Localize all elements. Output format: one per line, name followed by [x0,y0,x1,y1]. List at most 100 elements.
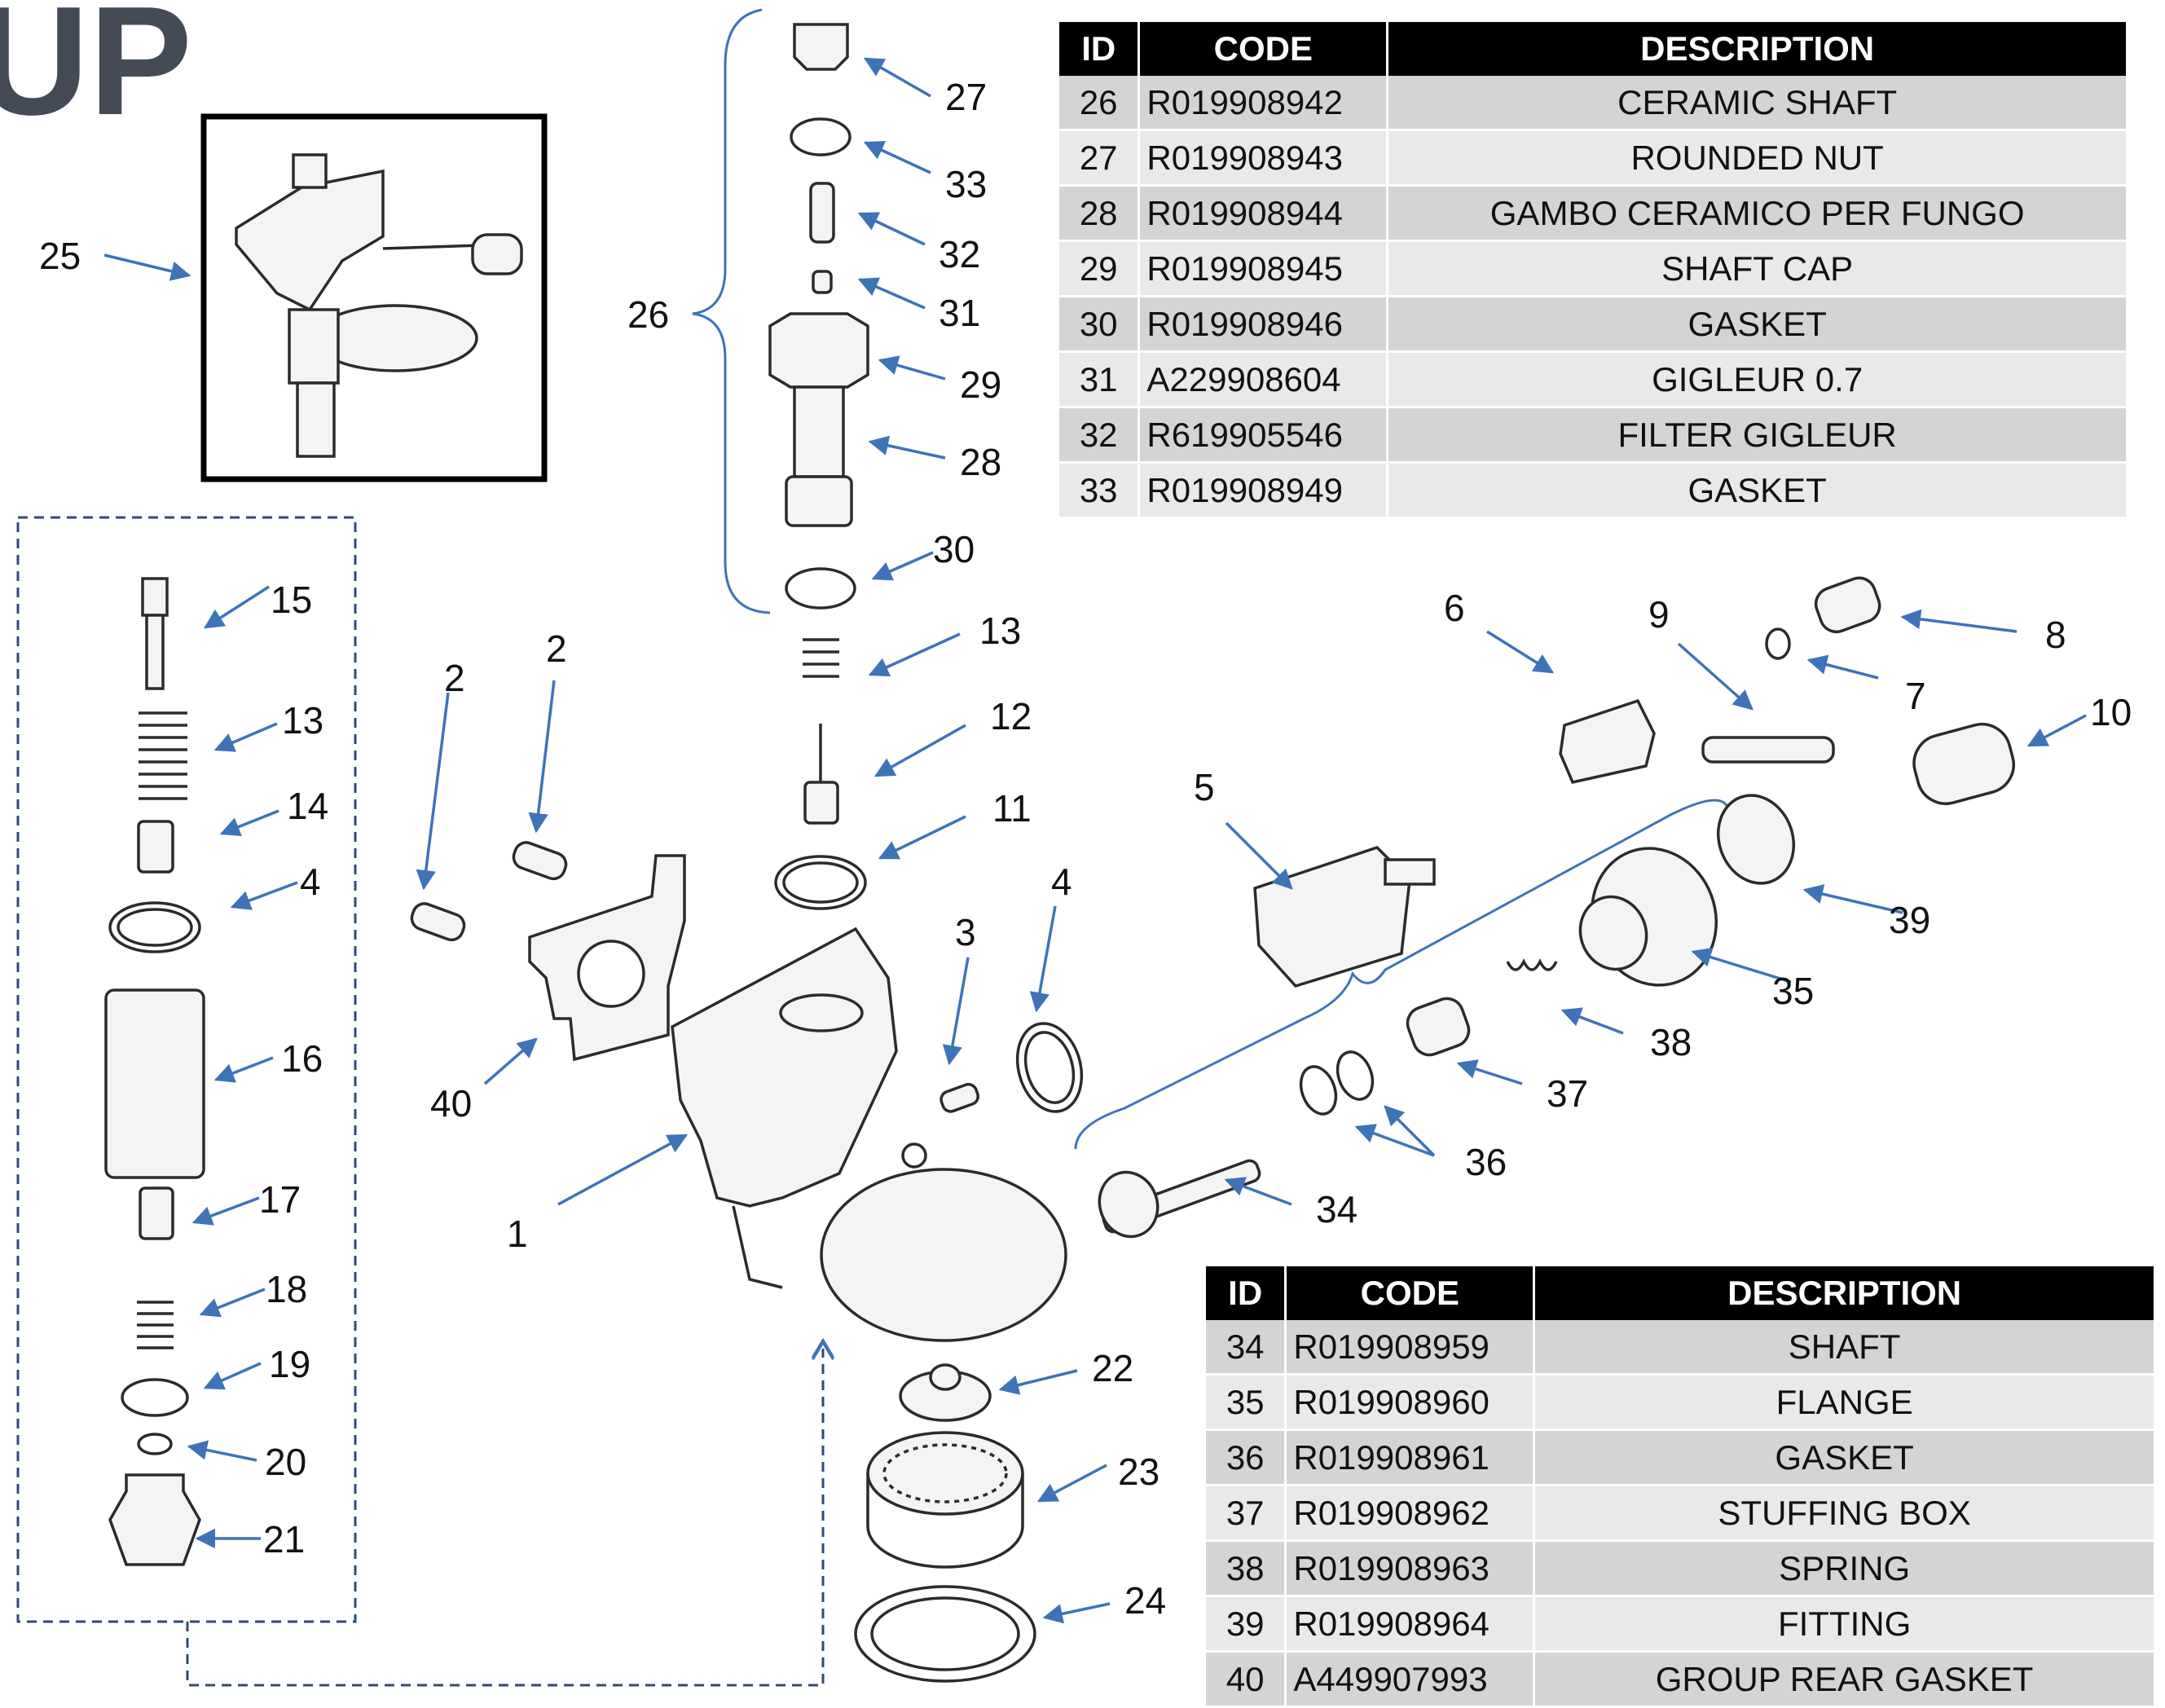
callout-24: 24 [1124,1579,1166,1622]
cell-description: STUFFING BOX [1534,1485,2156,1542]
cell-id: 31 [1059,351,1141,408]
cell-code: R019908964 [1285,1596,1536,1653]
cell-description: GASKET [1534,1429,2156,1486]
callout-4b: 4 [300,861,321,903]
callout-labels: 25 1 2 2 3 4 5 6 7 8 9 10 11 12 13 13 14… [39,76,2132,1622]
steam-valve-parts [1074,576,2015,1239]
callout-11: 11 [992,787,1032,830]
page-title: UP [0,0,192,147]
callout-36: 36 [1465,1141,1507,1183]
callout-29: 29 [960,363,1001,406]
cell-id: 30 [1059,296,1141,353]
cell-id: 37 [1206,1485,1287,1542]
cell-code: R019908949 [1138,462,1389,519]
callout-4a: 4 [1051,861,1072,903]
cell-description: SHAFT CAP [1387,240,2128,297]
cell-id: 38 [1206,1540,1287,1597]
cell-description: FITTING [1534,1596,2156,1653]
filter-parts [854,1363,1036,1683]
cell-id: 33 [1059,462,1141,519]
cell-id: 36 [1206,1429,1287,1486]
callout-18: 18 [266,1268,307,1310]
table-header-row: ID CODE DESCRIPTION [1206,1266,2156,1320]
callout-39: 39 [1889,899,1930,941]
callout-20: 20 [265,1441,306,1483]
cell-code: R019908945 [1138,240,1389,297]
cell-code: R019908959 [1285,1320,1536,1376]
assembled-group-inset [200,113,548,482]
callout-6: 6 [1444,587,1465,629]
cell-code: R019908943 [1138,130,1389,187]
callout-arrows [103,57,2087,1624]
callout-3: 3 [955,911,976,953]
cell-id: 28 [1059,185,1141,242]
callout-17: 17 [259,1178,301,1221]
cell-description: ROUNDED NUT [1387,130,2128,187]
callout-5: 5 [1194,766,1215,808]
callout-21: 21 [263,1518,305,1561]
callout-13b: 13 [282,699,323,742]
cell-description: GROUP REAR GASKET [1534,1651,2156,1708]
table-header-row: ID CODE DESCRIPTION [1059,22,2128,76]
left-subassembly-box [16,516,823,1687]
callout-26: 26 [627,293,669,336]
callout-7: 7 [1905,675,1926,717]
callout-32: 32 [939,233,980,275]
cell-code: R019908962 [1285,1485,1536,1542]
group-body [671,927,1067,1342]
callout-31: 31 [939,292,980,334]
header-id: ID [1206,1266,1287,1320]
cell-code: R019908963 [1285,1540,1536,1597]
pins-and-gaskets [410,841,1084,1113]
ceramic-shaft-stack [692,8,869,910]
cell-description: FILTER GIGLEUR [1387,407,2128,464]
cell-code: R019908960 [1285,1374,1536,1431]
callout-28: 28 [960,441,1001,483]
cell-id: 35 [1206,1374,1287,1431]
cell-description: SPRING [1534,1540,2156,1597]
header-code: CODE [1138,22,1389,76]
callout-15: 15 [271,579,312,621]
callout-35: 35 [1772,970,1814,1012]
cell-id: 27 [1059,130,1141,187]
cell-code: R019908944 [1138,185,1389,242]
callout-27: 27 [945,76,987,118]
cell-id: 34 [1206,1320,1287,1376]
callout-23: 23 [1118,1450,1160,1493]
callout-22: 22 [1092,1347,1133,1389]
callout-13a: 13 [979,610,1021,652]
header-id: ID [1059,22,1141,76]
left-column-parts [104,577,205,1566]
callout-2a: 2 [444,657,465,699]
cell-description: CERAMIC SHAFT [1387,76,2128,131]
cell-code: A229908604 [1138,351,1389,408]
callout-30: 30 [933,528,975,570]
callout-9: 9 [1648,593,1670,636]
callout-37: 37 [1547,1072,1588,1115]
cell-description: GAMBO CERAMICO PER FUNGO [1387,185,2128,242]
callout-33: 33 [945,163,987,205]
cell-id: 26 [1059,76,1141,131]
header-description: DESCRIPTION [1387,22,2128,76]
cell-description: GIGLEUR 0.7 [1387,351,2128,408]
callout-40: 40 [430,1082,472,1125]
callout-10: 10 [2090,691,2132,733]
cell-code: R619905546 [1138,407,1389,464]
